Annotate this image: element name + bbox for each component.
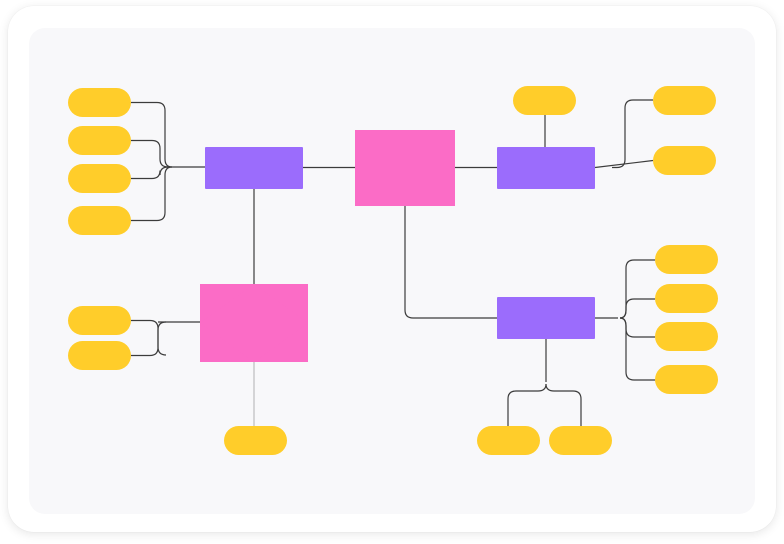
node-label <box>653 86 716 115</box>
node-label <box>655 245 718 274</box>
node-pill-input-4[interactable] <box>68 206 131 235</box>
node-label <box>513 86 576 115</box>
node-pill-right-2[interactable] <box>653 146 716 175</box>
node-label <box>68 126 131 155</box>
node-label <box>653 146 716 175</box>
node-pill-far-right-2[interactable] <box>655 284 718 313</box>
node-decision-1[interactable] <box>355 130 455 206</box>
node-process-3[interactable] <box>497 297 595 339</box>
node-label <box>68 341 131 370</box>
node-label <box>497 147 595 189</box>
node-label <box>477 426 540 455</box>
node-pill-input-1[interactable] <box>68 88 131 117</box>
node-pill-right-1[interactable] <box>653 86 716 115</box>
node-label <box>68 206 131 235</box>
node-label <box>655 365 718 394</box>
node-label <box>68 164 131 193</box>
node-label <box>205 147 303 189</box>
node-pill-input-2[interactable] <box>68 126 131 155</box>
node-pill-top-right[interactable] <box>513 86 576 115</box>
node-pill-lower-left-1[interactable] <box>68 306 131 335</box>
diamond-shape <box>355 130 455 206</box>
node-pill-far-right-1[interactable] <box>655 245 718 274</box>
node-label <box>655 284 718 313</box>
node-pill-bottom-1[interactable] <box>477 426 540 455</box>
node-pill-far-right-3[interactable] <box>655 322 718 351</box>
node-pill-bottom-2[interactable] <box>549 426 612 455</box>
node-process-2[interactable] <box>497 147 595 189</box>
node-label <box>655 322 718 351</box>
node-pill-decision-2-output[interactable] <box>224 426 287 455</box>
node-label <box>68 88 131 117</box>
node-label <box>68 306 131 335</box>
node-label <box>549 426 612 455</box>
node-process-1[interactable] <box>205 147 303 189</box>
node-label <box>355 206 455 282</box>
node-label <box>224 426 287 455</box>
node-decision-2[interactable] <box>200 284 308 362</box>
node-pill-far-right-4[interactable] <box>655 365 718 394</box>
diamond-shape <box>200 284 308 362</box>
node-label <box>497 297 595 339</box>
node-pill-lower-left-2[interactable] <box>68 341 131 370</box>
node-pill-input-3[interactable] <box>68 164 131 193</box>
